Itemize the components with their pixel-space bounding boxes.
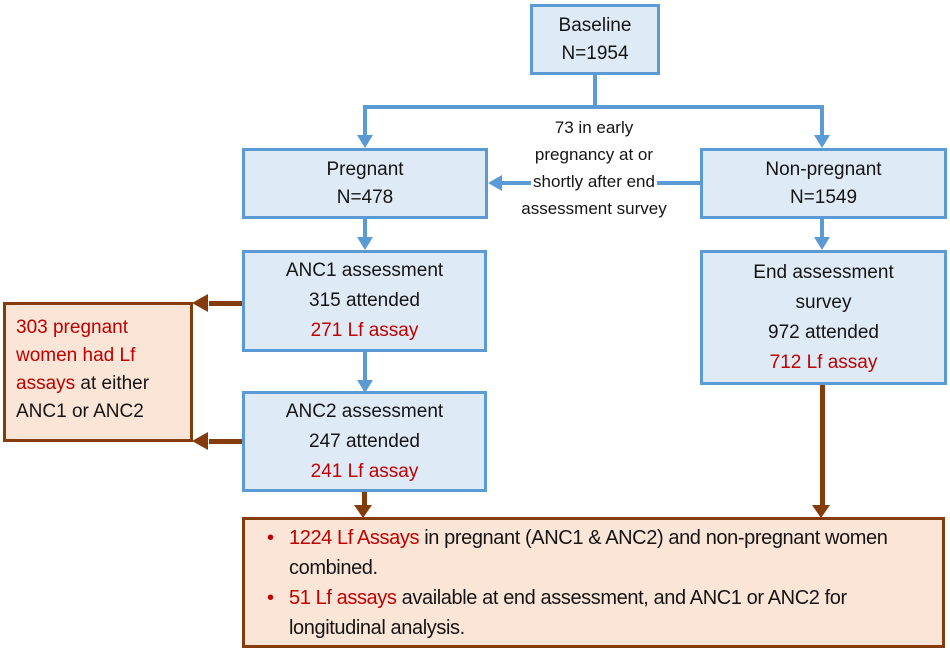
- anc1-title: ANC1 assessment: [285, 260, 444, 281]
- connector-anc2-to-summary: [362, 492, 367, 506]
- summary-1-rest: in pregnant (ANC1 & ANC2) and non-pregna…: [289, 526, 888, 579]
- connector-anc1-to-sidenote: [209, 301, 242, 306]
- side-note-text: 303 pregnant women had Lf assays at eith…: [16, 314, 182, 426]
- connector-end-to-summary: [820, 385, 825, 506]
- pregnant-label: Pregnant: [326, 158, 404, 180]
- connector-baseline-stem: [593, 75, 597, 108]
- baseline-n: N=1954: [561, 42, 629, 64]
- box-end-assessment: End assessment survey 972 attended 712 L…: [700, 250, 947, 385]
- arrowhead-to-pregnant-icon: [357, 135, 373, 148]
- anc2-attended: 247 attended: [309, 430, 420, 452]
- connector-branch-to-pregnant: [363, 105, 367, 136]
- summary-1-highlight: 1224 Lf Assays: [289, 526, 420, 549]
- end-assessment-assay: 712 Lf assay: [769, 351, 878, 373]
- arrowhead-to-sidenote-bottom-icon: [192, 432, 208, 450]
- box-anc1-assessment: ANC1 assessment 315 attended 271 Lf assa…: [242, 250, 487, 352]
- box-summary: • 1224 Lf Assays in pregnant (ANC1 & ANC2…: [242, 517, 945, 648]
- edge-label-line3: shortly after end: [531, 168, 657, 195]
- bullet-icon: •: [267, 526, 274, 549]
- summary-bullet-2: • 51 Lf assays available at end assessmen…: [259, 583, 932, 643]
- arrowhead-to-anc2-icon: [357, 380, 373, 393]
- edge-label-line2: pregnancy at or: [532, 141, 656, 168]
- arrowhead-to-end-assessment-icon: [814, 237, 830, 250]
- connector-anc1-to-anc2: [363, 352, 367, 381]
- summary-2-highlight: 51 Lf assays: [289, 586, 397, 609]
- connector-branch-to-nonpregnant: [820, 105, 824, 136]
- box-anc2-assessment: ANC2 assessment 247 attended 241 Lf assa…: [242, 391, 487, 492]
- non-pregnant-n: N=1549: [789, 186, 858, 208]
- summary-bullet-1: • 1224 Lf Assays in pregnant (ANC1 & ANC2…: [259, 523, 932, 583]
- baseline-label: Baseline: [558, 14, 632, 36]
- arrowhead-to-nonpregnant-icon: [814, 135, 830, 148]
- side-note-rest: at either ANC1 or ANC2: [16, 373, 150, 422]
- anc2-assay: 241 Lf assay: [310, 460, 419, 482]
- side-note-highlight: 303 pregnant women had Lf assays: [16, 317, 136, 394]
- end-assessment-title-line2: survey: [795, 291, 852, 313]
- non-pregnant-label: Non-pregnant: [765, 158, 882, 180]
- arrowhead-to-sidenote-top-icon: [192, 294, 208, 312]
- edge-label-early-pregnancy: 73 in early pregnancy at or shortly afte…: [504, 114, 684, 222]
- anc2-title: ANC2 assessment: [285, 400, 444, 422]
- connector-anc2-to-sidenote: [209, 439, 242, 444]
- connector-branch-horizontal: [363, 105, 824, 109]
- edge-label-line1: 73 in early: [552, 114, 636, 141]
- arrowhead-end-to-summary-icon: [812, 505, 830, 518]
- box-non-pregnant: Non-pregnant N=1549: [700, 148, 947, 219]
- pregnant-n: N=478: [336, 186, 394, 208]
- arrowhead-to-pregnant-left-icon: [488, 175, 502, 191]
- anc1-assay: 271 Lf assay: [310, 320, 419, 341]
- end-assessment-attended: 972 attended: [768, 321, 879, 343]
- summary-2-rest: available at end assessment, and ANC1 or…: [289, 586, 847, 639]
- box-baseline: Baseline N=1954: [530, 4, 660, 75]
- box-pregnant: Pregnant N=478: [242, 148, 488, 219]
- connector-nonpregnant-to-end: [820, 219, 824, 238]
- box-side-note: 303 pregnant women had Lf assays at eith…: [3, 302, 193, 442]
- end-assessment-title-line1: End assessment: [753, 261, 894, 283]
- arrowhead-to-anc1-icon: [357, 237, 373, 250]
- edge-label-line4: assessment survey: [519, 195, 669, 222]
- bullet-icon: •: [267, 586, 274, 609]
- arrowhead-anc2-to-summary-icon: [354, 505, 372, 518]
- anc1-attended: 315 attended: [309, 290, 420, 311]
- connector-pregnant-to-anc1: [363, 219, 367, 238]
